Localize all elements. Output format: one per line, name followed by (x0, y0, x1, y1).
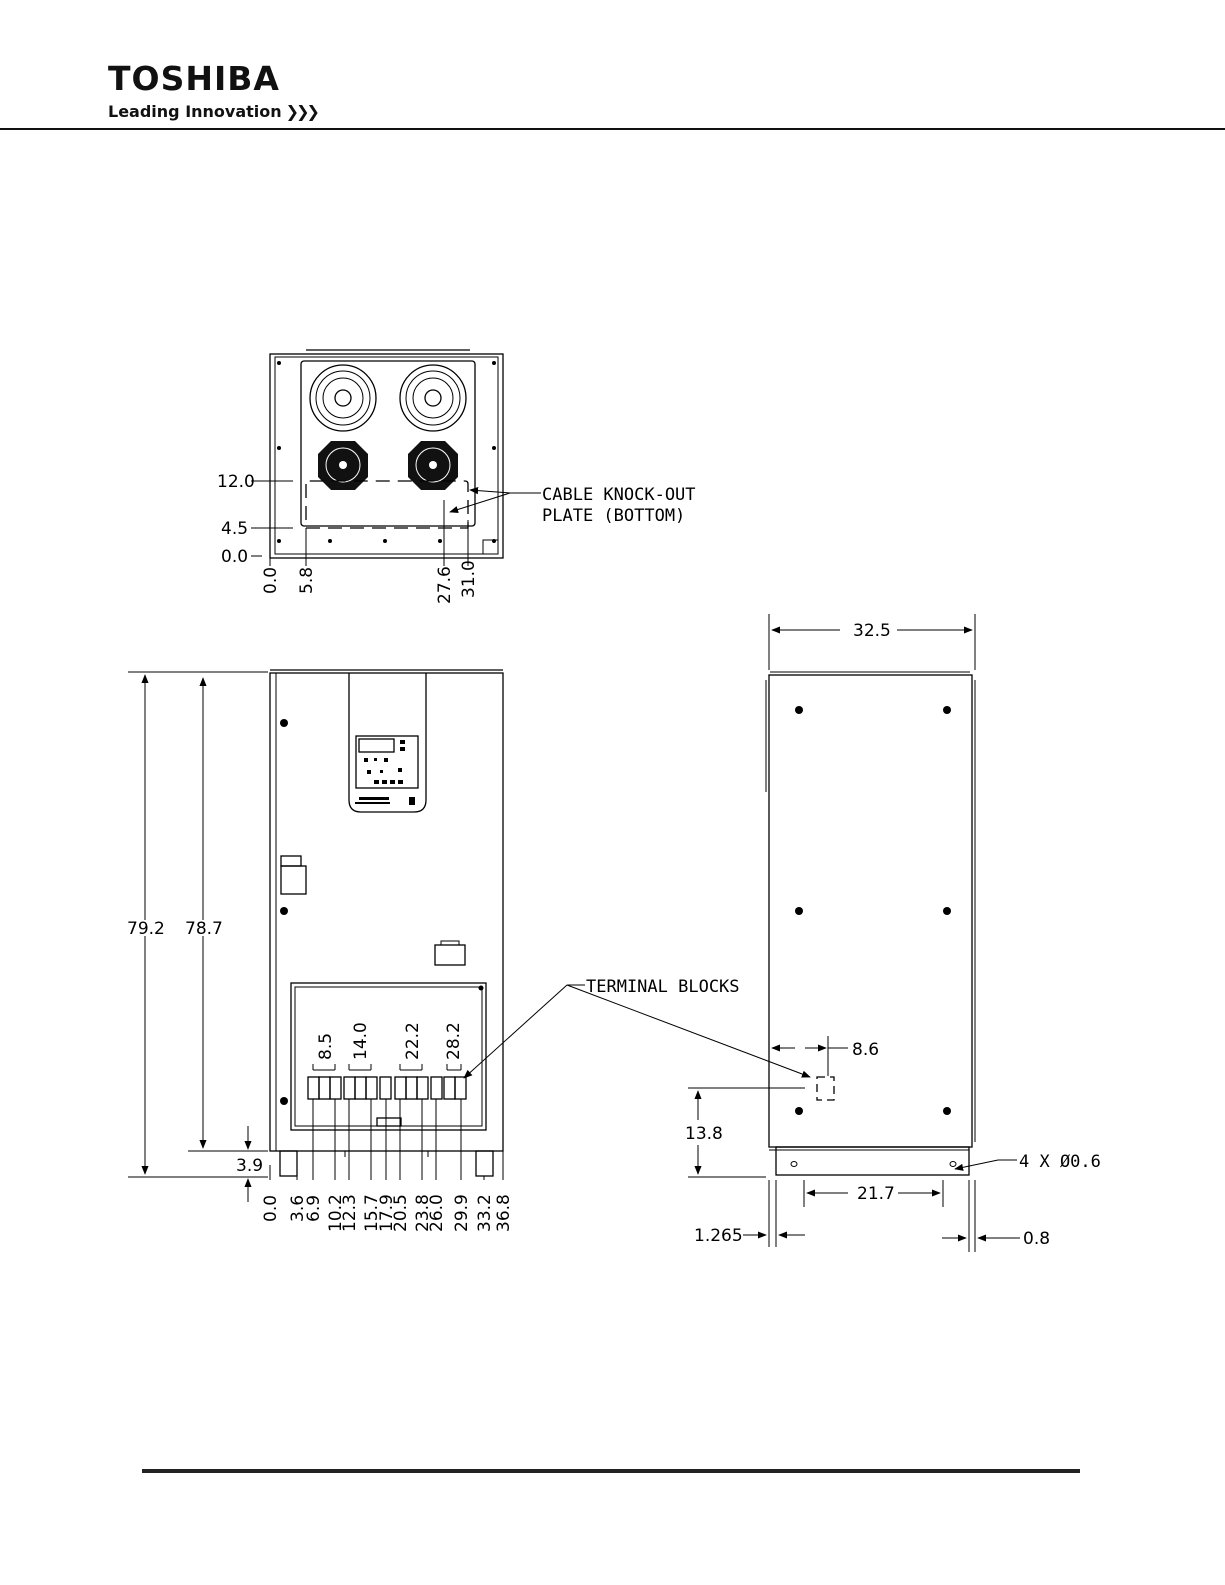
top-dim-x: 31.0 (459, 560, 479, 598)
height-dim: 78.7 (185, 919, 223, 939)
terminal-dim: 14.0 (351, 1022, 371, 1060)
height-dim: 79.2 (127, 919, 165, 939)
fan-icon (400, 365, 466, 431)
base-dim: 3.9 (236, 1156, 263, 1176)
left-offset-dim: 1.265 (694, 1226, 743, 1246)
front-dim-x: 0.0 (261, 1195, 281, 1222)
footer-divider (142, 1469, 1080, 1473)
terminal-dim: 22.2 (403, 1022, 423, 1060)
right-offset-dim: 0.8 (1023, 1229, 1050, 1249)
knockout-callout: PLATE (BOTTOM) (542, 506, 685, 526)
fan-icon (408, 441, 458, 490)
fan-icon (318, 441, 368, 490)
terminal-dim: 8.5 (316, 1033, 336, 1060)
terminal-offset-dim: 8.6 (852, 1040, 879, 1060)
terminal-dim: 28.2 (444, 1022, 464, 1060)
front-dim-x: 26.0 (427, 1194, 447, 1232)
front-view: 8.5 14.0 22.2 28.2 79.2 78.7 3.9 (127, 670, 810, 1232)
side-view: 32.5 8.6 13.8 21.7 4 X Ø0.6 1.265 0.8 (685, 614, 1101, 1252)
front-dim-x: 36.8 (494, 1194, 514, 1232)
top-dim-x: 5.8 (297, 567, 317, 594)
hole-spacing-dim: 21.7 (857, 1184, 895, 1204)
hole-note: 4 X Ø0.6 (1019, 1152, 1101, 1172)
front-dim-x: 29.9 (452, 1194, 472, 1232)
front-dim-x: 20.5 (391, 1194, 411, 1232)
top-dim-x: 27.6 (435, 566, 455, 604)
top-dim-y: 12.0 (217, 472, 255, 492)
top-dim-y: 4.5 (221, 519, 248, 539)
front-dim-x: 6.9 (304, 1195, 324, 1222)
knockout-callout: CABLE KNOCK-OUT (542, 485, 696, 505)
depth-dim: 32.5 (853, 621, 891, 641)
terminal-callout: TERMINAL BLOCKS (586, 977, 740, 997)
fan-icon (310, 365, 376, 431)
front-dim-x: 12.3 (340, 1194, 360, 1232)
top-dim-x: 0.0 (261, 567, 281, 594)
terminal-height-dim: 13.8 (685, 1124, 723, 1144)
top-view: 12.0 4.5 0.0 0.0 5.8 27.6 31.0 CABLE KNO… (217, 350, 696, 604)
front-dim-x: 33.2 (475, 1194, 495, 1232)
top-dim-y: 0.0 (221, 547, 248, 567)
terminal-block (308, 1077, 466, 1099)
